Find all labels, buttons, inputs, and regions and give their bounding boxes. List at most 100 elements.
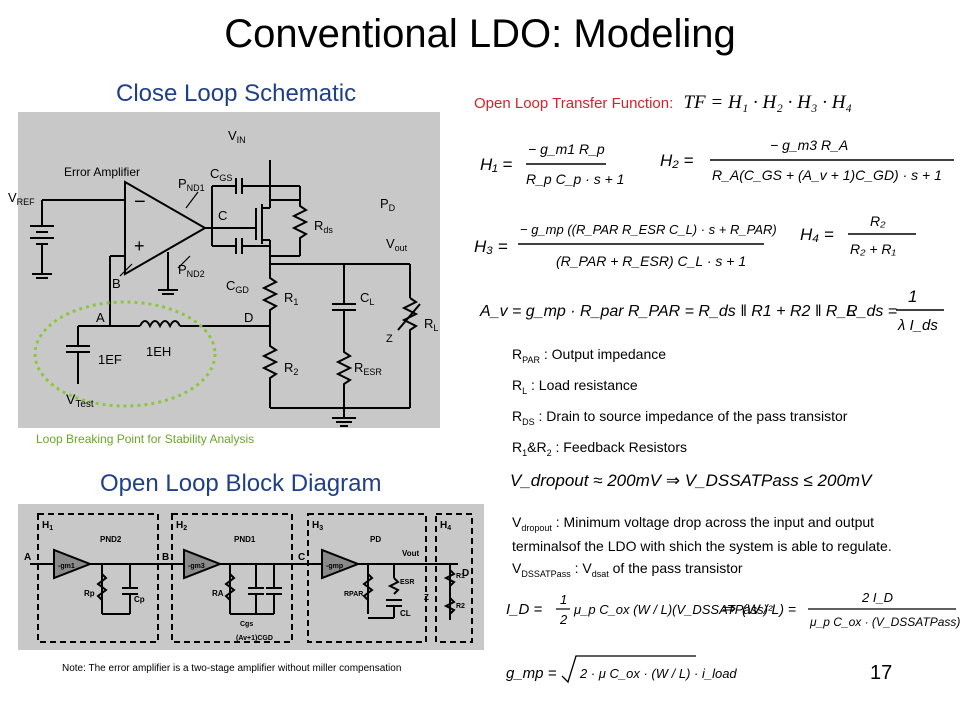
transfer-colon: : <box>669 95 674 112</box>
schematic-panel <box>18 112 440 428</box>
svg-text:RA: RA <box>212 589 224 598</box>
svg-text:R1: R1 <box>456 573 465 580</box>
svg-text:PD: PD <box>370 535 381 544</box>
h4-den: R₂ + R₁ <box>850 241 897 257</box>
svg-text:Cgs: Cgs <box>240 621 253 628</box>
svg-text:R2: R2 <box>456 603 465 610</box>
svg-text:Cp: Cp <box>134 595 145 604</box>
svg-text:H2: H2 <box>176 520 187 532</box>
svg-text:R1: R1 <box>284 290 298 307</box>
svg-text:Rds: Rds <box>314 218 333 235</box>
rds-den: λ I_ds <box>897 317 938 334</box>
transfer-function-eq: TF = H₁ · H₂ · H₃ · H₄ <box>683 92 853 113</box>
svg-text:CL: CL <box>360 290 374 307</box>
definition-vdssat: VDSSATPass : Vdsat of the pass transisto… <box>512 560 743 579</box>
open-loop-block-diagram: H1 H2 H3 H4 PND2 PND1 PD -gm1 -gm3 -gmp … <box>24 513 473 643</box>
h1-den: R_p C_p · s + 1 <box>526 171 624 187</box>
svg-text:D: D <box>462 568 469 579</box>
svg-text:+: + <box>134 236 145 256</box>
svg-text:Z: Z <box>424 593 429 602</box>
loop-break-ellipse <box>33 300 217 408</box>
svg-text:VIN: VIN <box>228 128 246 145</box>
transfer-function-label: Open Loop Transfer Function <box>474 95 670 112</box>
h2-lhs: H₂ = <box>660 151 693 170</box>
h2-den: R_A(C_GS + (A_v + 1)C_GD) · s + 1 <box>712 167 942 183</box>
svg-text:1EF: 1EF <box>98 352 122 367</box>
h4-num: R₂ <box>870 213 886 229</box>
svg-text:B: B <box>112 276 121 291</box>
svg-text:Error Amplifier: Error Amplifier <box>64 165 140 179</box>
wl-num: 2 I_D <box>861 590 893 605</box>
svg-text:−: − <box>134 191 146 213</box>
svg-text:CL: CL <box>400 609 411 618</box>
svg-text:Z: Z <box>386 333 393 345</box>
h4-lhs: H₄ = <box>800 225 834 244</box>
av-eq: A_v = g_mp · R_par <box>479 303 624 320</box>
h3-num: − g_mp ((R_PAR R_ESR C_L) · s + R_PAR) <box>520 222 777 237</box>
svg-text:H3: H3 <box>312 520 323 532</box>
svg-text:-gm1: -gm1 <box>58 563 75 570</box>
svg-text:A: A <box>24 552 31 563</box>
svg-text:Rp: Rp <box>84 589 95 598</box>
gmp-lhs: g_mp = <box>506 665 557 682</box>
id-frac-num: 1 <box>560 592 567 607</box>
svg-text:H4: H4 <box>440 520 451 532</box>
svg-text:CGS: CGS <box>210 166 232 183</box>
svg-text:PND2: PND2 <box>178 262 205 279</box>
rds-lhs: R_ds = <box>846 303 897 320</box>
svg-text:PND2: PND2 <box>100 535 122 544</box>
definition-r1-r2: R1&R2 : Feedback Resistors <box>512 439 687 458</box>
id-frac-den: 2 <box>559 612 568 627</box>
svg-text:C: C <box>218 208 227 223</box>
id-lhs: I_D = <box>506 601 543 618</box>
svg-text:H1: H1 <box>42 520 53 532</box>
footnote: Note: The error amplifier is a two-stage… <box>62 663 402 674</box>
svg-text:Vout: Vout <box>386 236 408 253</box>
loop-break-caption: Loop Breaking Point for Stability Analys… <box>36 432 255 446</box>
slide-title: Conventional LDO: Modeling <box>224 12 736 56</box>
svg-text:RESR: RESR <box>354 360 382 377</box>
block-diagram-panel <box>18 504 484 650</box>
h1-num: − g_m1 R_p <box>528 141 605 157</box>
wl-lhs: (W / L) = <box>742 601 796 617</box>
definition-rds: RDS : Drain to source impedance of the p… <box>512 408 848 427</box>
definition-rpar: RPAR : Output impedance <box>512 346 667 365</box>
equations-area: H₁ = − g_m1 R_p R_p C_p · s + 1 H₂ = − g… <box>474 137 960 684</box>
implies-symbol: ⇒ <box>722 599 736 618</box>
svg-text:VTest: VTest <box>66 391 94 410</box>
definition-vdropout: Vdropout : Minimum voltage drop across t… <box>512 514 892 554</box>
schematic-heading: Close Loop Schematic <box>116 80 357 107</box>
id-rest: μ_p C_ox (W / L)(V_DSSATPass)² <box>573 602 773 617</box>
svg-text:A: A <box>96 310 105 325</box>
rpar-eq: R_PAR = R_ds ‖ R1 + R2 ‖ R_L <box>628 303 855 320</box>
svg-text:ESR: ESR <box>400 579 414 586</box>
svg-text:-gm3: -gm3 <box>188 563 205 570</box>
svg-text:RL: RL <box>424 316 438 333</box>
svg-text:PND1: PND1 <box>178 176 205 193</box>
page-number: 17 <box>870 662 893 684</box>
rds-num: 1 <box>908 287 917 306</box>
wl-den: μ_p C_ox · (V_DSSATPass)² <box>809 615 960 629</box>
svg-text:D: D <box>244 310 253 325</box>
h3-lhs: H₃ = <box>474 237 508 256</box>
h2-num: − g_m3 R_A <box>770 137 848 153</box>
close-loop-schematic: VIN VREF Error Amplifier PND1 PND2 CGS C… <box>8 128 438 427</box>
block-diagram-heading: Open Loop Block Diagram <box>100 470 382 497</box>
gmp-rhs: 2 · μ C_ox · (W / L) · i_load <box>579 666 737 681</box>
transfer-function-line: Open Loop Transfer Function: TF = H₁ · H… <box>474 92 852 114</box>
svg-text:R2: R2 <box>284 360 298 377</box>
vdropout-eq: V_dropout ≈ 200mV ⇒ V_DSSATPass ≤ 200mV <box>510 471 873 490</box>
svg-text:1EH: 1EH <box>146 344 171 359</box>
svg-text:PND1: PND1 <box>234 535 256 544</box>
svg-text:Vout: Vout <box>402 549 420 558</box>
svg-text:C: C <box>298 552 305 563</box>
h1-lhs: H₁ = <box>480 155 512 174</box>
svg-text:-gmp: -gmp <box>326 563 343 570</box>
svg-text:VREF: VREF <box>8 190 35 207</box>
svg-text:CGD: CGD <box>226 278 249 295</box>
svg-text:RPAR: RPAR <box>344 591 363 598</box>
svg-text:B: B <box>162 552 169 563</box>
h3-den: (R_PAR + R_ESR) C_L · s + 1 <box>556 253 746 269</box>
svg-text:PD: PD <box>380 196 396 213</box>
